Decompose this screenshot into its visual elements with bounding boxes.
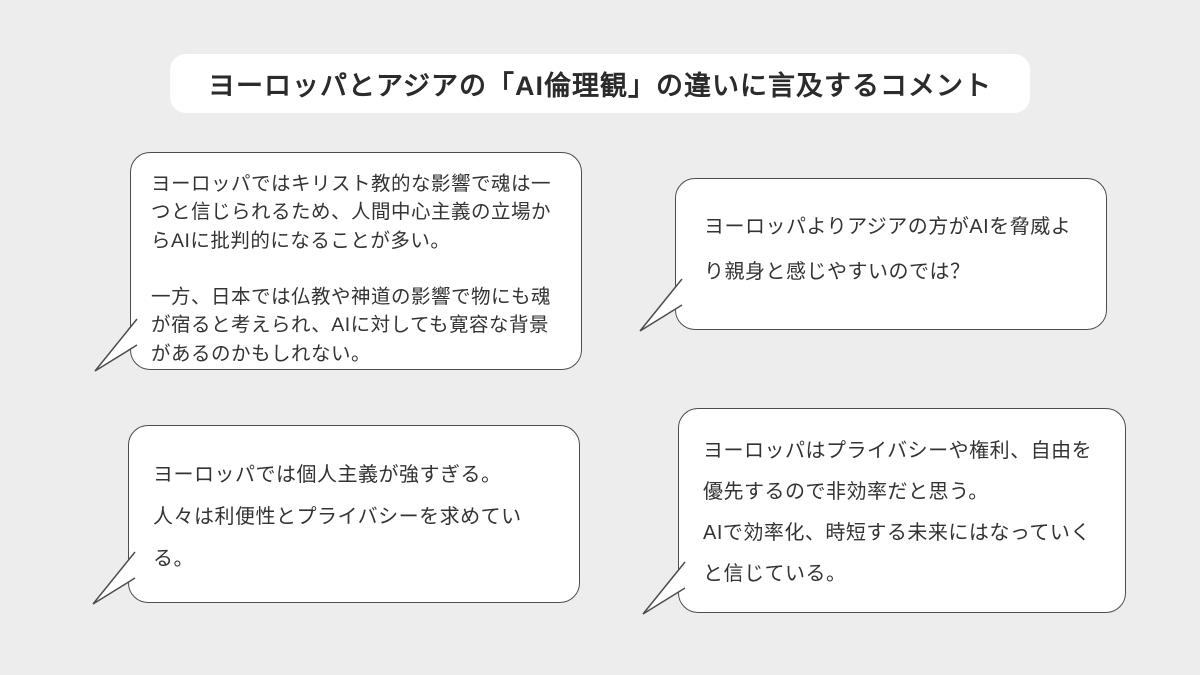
speech-bubble: ヨーロッパでは個人主義が強すぎる。 人々は利便性とプライバシーを求めている。 [92,425,580,605]
speech-tail-icon [639,278,683,332]
speech-bubble: ヨーロッパはプライバシーや権利、自由を優先するので非効率だと思う。 AIで効率化… [642,408,1126,615]
speech-bubble: ヨーロッパではキリスト教的な影響で魂は一つと信じられるため、人間中心主義の立場か… [94,152,582,372]
bubble-text: ヨーロッパでは個人主義が強すぎる。 人々は利便性とプライバシーを求めている。 [153,464,522,570]
speech-bubble: ヨーロッパよりアジアの方がAIを脅威より親身と感じやすいのでは？ [639,178,1107,332]
bubble-text: ヨーロッパではキリスト教的な影響で魂は一つと信じられるため、人間中心主義の立場か… [151,173,552,365]
page-title: ヨーロッパとアジアの「AI倫理観」の違いに言及するコメント [170,54,1030,113]
bubble-text: ヨーロッパよりアジアの方がAIを脅威より親身と感じやすいのでは？ [704,216,1072,283]
speech-tail-icon [642,561,686,615]
bubble-text: ヨーロッパはプライバシーや権利、自由を優先するので非効率だと思う。 AIで効率化… [703,440,1093,585]
speech-tail-icon [92,551,136,605]
speech-tail-icon [94,318,138,372]
